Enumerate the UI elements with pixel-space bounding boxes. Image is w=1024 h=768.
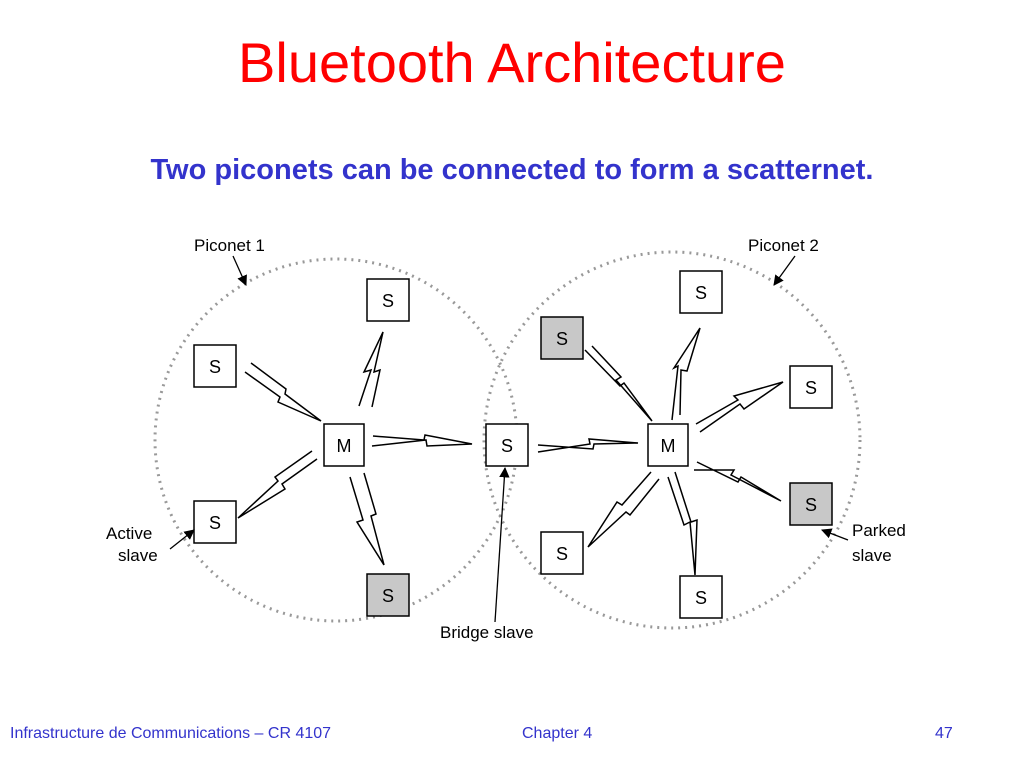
piconet-2-arrow	[773, 255, 796, 286]
slave-node-piconet-2-bottom	[679, 575, 723, 619]
slave-node-piconet-2-lower-left	[540, 531, 584, 575]
parked-slave-node-piconet-2-lower-right	[789, 482, 833, 526]
master-node-piconet-2	[647, 423, 689, 467]
piconet-1-label: Piconet 1	[194, 236, 265, 255]
bridge-slave-label: Bridge slave	[440, 623, 534, 642]
link-p1-master-to-bridge	[371, 434, 473, 447]
link-p2-master-to-right-slave	[695, 381, 784, 433]
parked-slave-node-piconet-1-bottom-label: S	[382, 586, 394, 606]
link-p2-master-to-lower-left-slave	[587, 471, 660, 548]
active-slave-label-line-2: slave	[118, 546, 158, 565]
slave-node-piconet-2-bottom-label: S	[695, 588, 707, 608]
master-node-piconet-1-label: M	[337, 436, 352, 456]
parked-slave-node-piconet-2-lower-right-label: S	[805, 495, 817, 515]
slave-node-piconet-2-top-label: S	[695, 283, 707, 303]
link-p2-master-to-upper-left-slave	[584, 345, 653, 422]
active-slave-arrow	[169, 529, 195, 550]
piconet-2-boundary	[482, 250, 862, 630]
link-p2-master-to-lower-right-slave	[694, 461, 782, 502]
link-p1-master-to-top-slave	[358, 331, 384, 408]
slave-node-piconet-1-top-label: S	[382, 291, 394, 311]
slave-node-piconet-1-lower-left-label: S	[209, 513, 221, 533]
slave-node-piconet-1-upper-left	[193, 344, 237, 388]
slave-node-piconet-1-upper-left-label: S	[209, 357, 221, 377]
parked-slave-label-line-1: Parked	[852, 521, 906, 540]
piconet-1-arrow	[232, 255, 247, 286]
slave-node-piconet-2-right-label: S	[805, 378, 817, 398]
link-p2-master-to-top-slave	[671, 327, 701, 421]
parked-slave-node-piconet-2-upper-left-label: S	[556, 329, 568, 349]
link-p1-master-to-upper-left-slave	[244, 362, 322, 422]
footer-page-number: 47	[935, 725, 953, 742]
slide-subtitle: Two piconets can be connected to form a …	[150, 154, 874, 186]
slave-node-piconet-2-right	[789, 365, 833, 409]
parked-slave-label-line-2: slave	[852, 546, 892, 565]
master-node-piconet-1	[323, 423, 365, 467]
link-p1-master-to-bottom-slave	[349, 472, 385, 566]
bridge-slave-node-label: S	[501, 436, 513, 456]
slave-node-piconet-2-top	[679, 270, 723, 314]
parked-slave-node-piconet-2-upper-left	[540, 316, 584, 360]
parked-slave-node-piconet-1-bottom	[366, 573, 410, 617]
bridge-slave-arrow	[494, 466, 510, 623]
footer-chapter: Chapter 4	[522, 725, 593, 742]
slave-node-piconet-2-lower-left-label: S	[556, 544, 568, 564]
link-p2-master-to-bottom-slave	[667, 471, 698, 576]
link-bridge-to-p2-master	[537, 438, 639, 453]
parked-slave-arrow	[821, 528, 849, 541]
active-slave-label-line-1: Active	[106, 524, 152, 543]
footer-course: Infrastructure de Communications – CR 41…	[10, 725, 332, 742]
master-node-piconet-2-label: M	[661, 436, 676, 456]
slave-node-piconet-1-top	[366, 278, 410, 322]
piconet-2-label: Piconet 2	[748, 236, 819, 255]
link-p1-master-to-lower-left-slave	[237, 450, 318, 519]
slide-title: Bluetooth Architecture	[238, 31, 786, 94]
bridge-slave-node	[485, 423, 529, 467]
slave-node-piconet-1-lower-left	[193, 500, 237, 544]
